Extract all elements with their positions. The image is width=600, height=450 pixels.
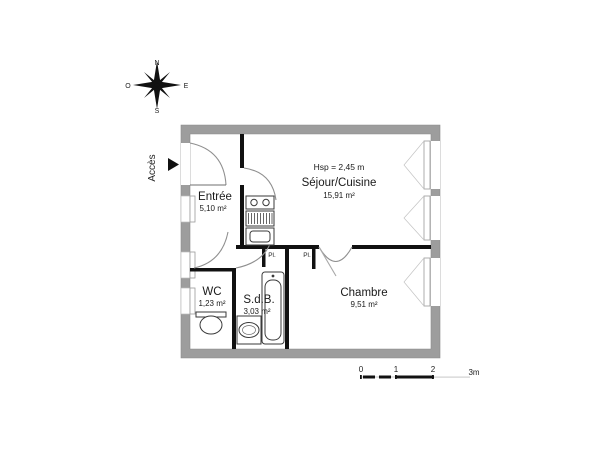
burner-right-icon [262,198,270,207]
door-swings [189,142,353,277]
sink-basin-icon [249,230,271,243]
door-swing-wc [193,231,229,269]
compass-point-se [157,85,170,98]
window-leaf-ll [189,287,196,315]
appliance-icon [245,210,275,227]
wall-closet-2 [312,245,316,269]
bathroom-fixtures [236,271,285,345]
room-name-chambre: Chambre [340,287,387,299]
compass-label-north: N [154,60,159,67]
compass-point-e [157,81,181,89]
compass-star [133,61,181,109]
room-labels: Hsp = 2,45 m Séjour/Cuisine 15,91 m² Ent… [198,162,388,316]
room-name-sejour: Séjour/Cuisine [302,177,377,189]
compass-point-ne [157,72,170,85]
scale-label-2: 2 [431,365,436,374]
window-left-lower [180,287,191,315]
toilet-bowl-icon [199,315,223,335]
compass-point-sw [144,85,157,98]
washbasin-drain-icon [242,325,256,335]
door-swing-sejour [243,167,277,201]
scale-seg-a [363,375,375,379]
window-left-upper [180,195,191,223]
closet-label-1: Pl. [268,252,276,259]
window-leaves-left [189,195,196,315]
opening-entry-left [181,143,190,185]
compass-point-nw [144,72,157,85]
arc-ru [403,140,425,190]
room-name-sdb: S.d.B. [243,294,274,306]
opening-right-mid [431,196,440,240]
window-leaf-rm [423,195,431,241]
kitchen-fixtures [245,195,275,246]
hsp-label: Hsp = 2,45 m [314,162,365,172]
window-left-mid [180,251,191,279]
wall-wc-top [190,268,236,272]
scale-label-1: 1 [394,365,399,374]
compass-label-west: O [125,83,131,90]
access-label: Accès [147,154,158,181]
compass-point-s [153,85,161,109]
window-leaf-lm [189,251,196,279]
window-leaves-right [423,140,431,307]
openings [180,140,440,315]
wall-sdb-right [285,245,289,349]
access-marker: Accès [147,154,179,182]
door-swing-entry [189,142,227,186]
wall-closet-1 [262,245,266,267]
wall-entry-top-stub [240,134,244,160]
access-arrow-icon [168,158,179,171]
room-area-chambre: 9,51 m² [350,300,377,309]
room-area-entree: 5,10 m² [199,204,226,213]
scale-tick-0 [360,375,362,379]
window-leaf-ru [423,140,431,190]
opening-right-lower [431,258,440,306]
scale-tick-2 [432,375,434,379]
wc-fixtures [195,311,227,335]
compass-label-east: E [184,83,189,90]
bathtub-basin-icon [264,279,282,341]
scale-bar: 0 1 2 3m [359,365,480,379]
compass-center [155,83,159,87]
compass-point-w [133,81,157,89]
wall-jamb-entry [240,160,244,168]
room-name-entree: Entrée [198,191,232,203]
wall-chambre-top-left [289,245,319,249]
scale-label-end: 3m [468,368,479,377]
scale-tick-1 [395,375,397,379]
compass-label-south: S [155,108,160,115]
wall-entree-right [240,185,244,248]
scale-seg-d [434,376,470,378]
compass-point-n [153,61,161,85]
arc-rl [403,257,425,307]
arc-rm [403,195,425,241]
compass-rose: N S E O [125,60,188,115]
wall-sdb-top [244,245,289,249]
scale-seg-c [396,375,434,379]
cooktop-icon [245,195,275,210]
closet-label-2: Pl. [303,252,311,259]
burner-left-icon [250,198,258,207]
wall-jamb-sdb [236,245,244,249]
room-area-sejour: 15,91 m² [323,191,355,200]
room-area-sdb: 3,03 m² [243,307,270,316]
wall-chambre-top-right [352,245,431,249]
door-leaf-chambre [318,246,337,277]
interior-walls [190,134,431,349]
wall-wc-sdb [232,268,236,349]
window-leaf-rl [423,257,431,307]
window-leaf-lu [189,195,196,223]
room-area-wc: 1,23 m² [198,299,225,308]
opening-right-upper [431,141,440,189]
scale-seg-b [379,375,391,379]
room-name-wc: WC [202,286,221,298]
scale-label-0: 0 [359,365,364,374]
window-swing-arcs-right [403,140,425,307]
appliance-hatching [248,213,273,224]
bathtub-tap-icon [271,274,275,278]
